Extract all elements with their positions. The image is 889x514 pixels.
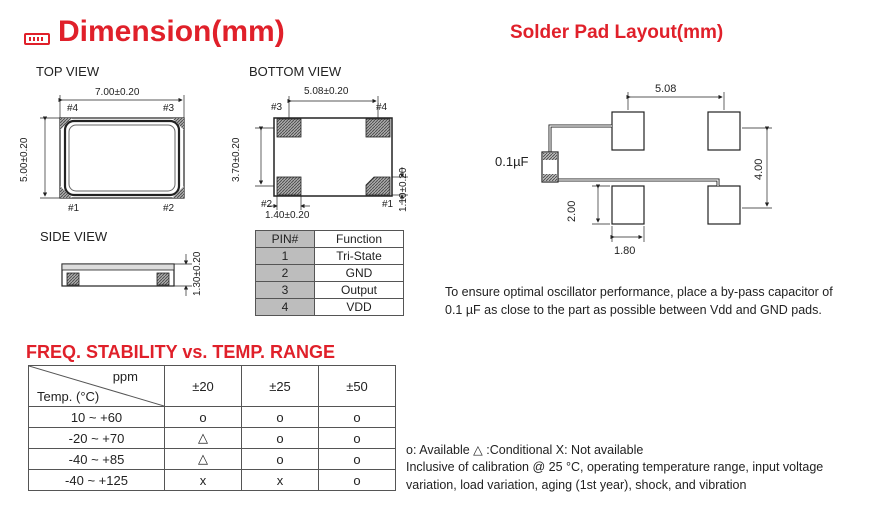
- solder-pad-drawing: [541, 92, 772, 242]
- availability-cell: △: [164, 448, 242, 470]
- solder-pitch-dim: 5.08: [655, 83, 677, 95]
- bottom-pitch-dim: 5.08±0.20: [304, 86, 349, 97]
- bottom-view-label: BOTTOM VIEW: [249, 64, 342, 79]
- solder-note-line-2: 0.1 µF as close to the part as possible …: [445, 303, 822, 317]
- pin-function: VDD: [314, 298, 404, 316]
- temp-range: -40 ~ +125: [28, 469, 165, 491]
- table-row: 2 GND: [255, 264, 404, 282]
- top-height-dim: 5.00±0.20: [19, 137, 30, 182]
- availability-cell: o: [241, 448, 319, 470]
- table-header-row: ppm Temp. (°C) ±20 ±25 ±50: [28, 365, 396, 407]
- side-view-package: [61, 254, 192, 296]
- bottom-pad-height-dim: 3.70±0.20: [231, 137, 242, 182]
- pin-number: 3: [255, 281, 315, 299]
- pin-number: 4: [255, 298, 315, 316]
- temp-label: Temp. (°C): [37, 389, 100, 404]
- availability-cell: o: [241, 406, 319, 428]
- availability-cell: o: [318, 448, 396, 470]
- side-height-dim: 1.30±0.20: [192, 251, 203, 296]
- table-row: 4 VDD: [255, 298, 404, 316]
- top-view-label: TOP VIEW: [36, 64, 100, 79]
- pad-bl: [611, 185, 645, 225]
- bottom-pin4-label: #4: [376, 102, 388, 113]
- table-row: 3 Output: [255, 281, 404, 299]
- temp-range: -20 ~ +70: [28, 427, 165, 449]
- pin-number: 1: [255, 247, 315, 265]
- pad-tl: [611, 111, 645, 151]
- availability-cell: x: [241, 469, 319, 491]
- freq-stability-table: ppm Temp. (°C) ±20 ±25 ±50 10 ~ +60 o o …: [28, 365, 396, 491]
- solder-note-line-1: To ensure optimal oscillator performance…: [445, 285, 833, 299]
- pad-br: [707, 185, 741, 225]
- pin-header: PIN#: [255, 230, 315, 248]
- mechanical-drawing: [40, 95, 408, 296]
- pin-function: GND: [314, 264, 404, 282]
- legend-note-line-2: variation, load variation, aging (1st ye…: [406, 478, 747, 492]
- bottom-pin3-label: #3: [271, 102, 283, 113]
- pin-function-table: PIN# Function 1 Tri-State 2 GND 3 Output…: [255, 230, 404, 316]
- availability-cell: △: [164, 427, 242, 449]
- table-row: -20 ~ +70 △ o o: [28, 427, 396, 449]
- solder-pad-height-dim: 2.00: [566, 200, 578, 222]
- col-header: ±50: [318, 365, 396, 407]
- top-width-dim: 7.00±0.20: [95, 87, 140, 98]
- availability-legend: o: Available △ :Conditional X: Not avail…: [406, 443, 644, 457]
- top-pin1-label: #1: [68, 203, 80, 214]
- pad-tr: [707, 111, 741, 151]
- capacitor-label: 0.1µF: [495, 154, 529, 169]
- solder-pad-width-dim: 1.80: [614, 245, 636, 257]
- ruler-icon: [24, 33, 50, 45]
- corner-cell: ppm Temp. (°C): [28, 365, 165, 407]
- pin-function: Tri-State: [314, 247, 404, 265]
- table-header-row: PIN# Function: [255, 230, 404, 248]
- solder-pad-title: Solder Pad Layout(mm): [510, 22, 724, 43]
- legend-note-line-1: Inclusive of calibration @ 25 °C, operat…: [406, 460, 824, 474]
- temp-range: -40 ~ +85: [28, 448, 165, 470]
- availability-cell: o: [318, 427, 396, 449]
- top-pin2-label: #2: [163, 203, 175, 214]
- top-pin4-label: #4: [67, 103, 79, 114]
- ppm-label: ppm: [112, 369, 138, 384]
- availability-cell: x: [164, 469, 242, 491]
- function-header: Function: [314, 230, 404, 248]
- top-pin3-label: #3: [163, 103, 175, 114]
- table-row: 1 Tri-State: [255, 247, 404, 265]
- table-row: 10 ~ +60 o o o: [28, 406, 396, 428]
- side-view-label: SIDE VIEW: [40, 229, 108, 244]
- col-header: ±25: [241, 365, 319, 407]
- solder-height-dim: 4.00: [753, 158, 765, 180]
- availability-cell: o: [318, 469, 396, 491]
- bottom-pad-width-dim: 1.40±0.20: [265, 210, 310, 221]
- freq-stability-title: FREQ. STABILITY vs. TEMP. RANGE: [26, 342, 336, 362]
- table-row: -40 ~ +85 △ o o: [28, 448, 396, 470]
- availability-cell: o: [164, 406, 242, 428]
- dimension-title: Dimension(mm): [58, 15, 285, 48]
- col-header: ±20: [164, 365, 242, 407]
- bottom-pin2-label: #2: [261, 199, 273, 210]
- bottom-view-package: [255, 96, 408, 210]
- top-view-package: [40, 95, 185, 199]
- availability-cell: o: [241, 427, 319, 449]
- availability-cell: o: [318, 406, 396, 428]
- bottom-pad-gap-dim: 1.10±0.20: [398, 167, 409, 212]
- diagonal-line: [29, 366, 164, 406]
- temp-range: 10 ~ +60: [28, 406, 165, 428]
- pin-function: Output: [314, 281, 404, 299]
- pin-number: 2: [255, 264, 315, 282]
- bottom-pin1-label: #1: [382, 199, 394, 210]
- table-row: -40 ~ +125 x x o: [28, 469, 396, 491]
